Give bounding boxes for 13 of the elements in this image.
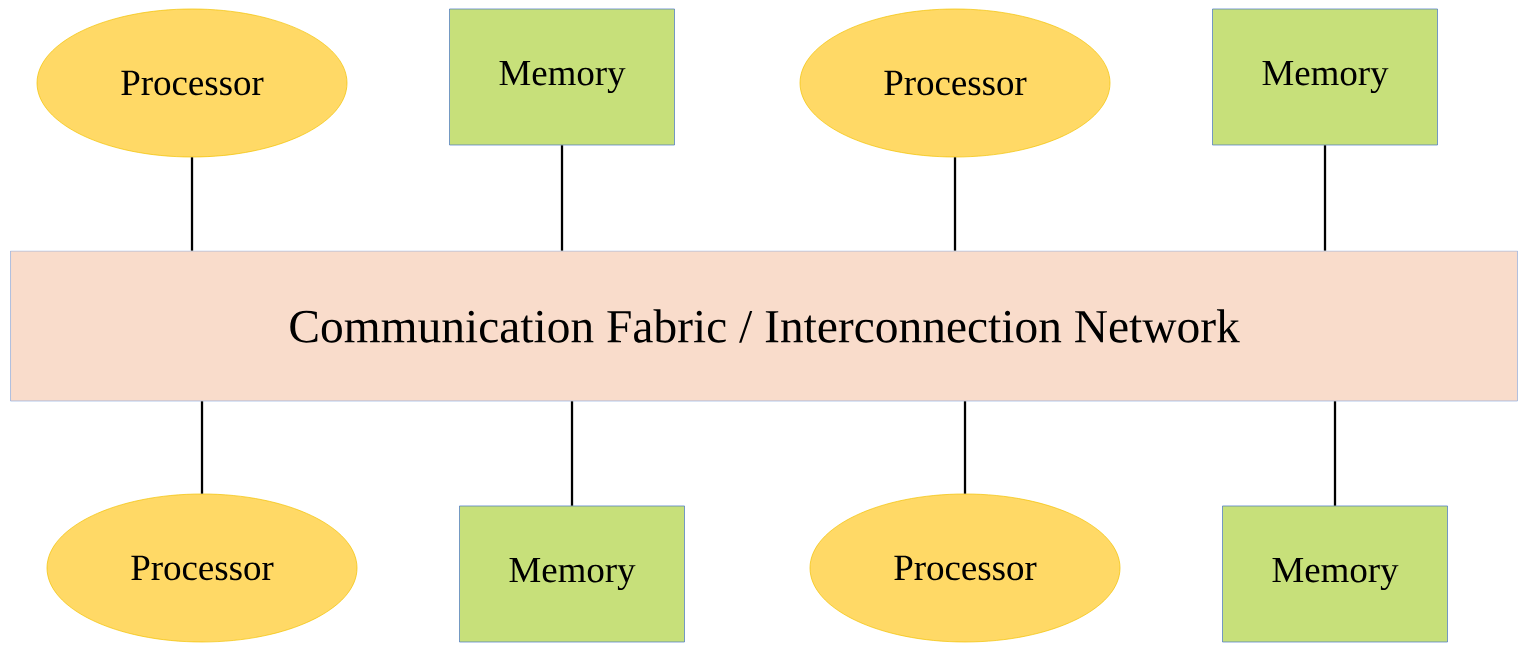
connector-line — [1333, 401, 1337, 506]
connector-line — [1323, 145, 1327, 251]
memory-box: Memory — [1212, 8, 1438, 146]
network-band: Communication Fabric / Interconnection Network — [10, 250, 1518, 402]
memory-box: Memory — [449, 8, 675, 146]
connector-line — [560, 145, 564, 251]
memory-box: Memory — [459, 505, 685, 643]
connector-line — [190, 157, 194, 251]
connector-line — [963, 401, 967, 494]
connector-line — [570, 401, 574, 506]
memory-box: Memory — [1222, 505, 1448, 643]
connector-line — [200, 401, 204, 494]
connector-line — [953, 157, 957, 251]
